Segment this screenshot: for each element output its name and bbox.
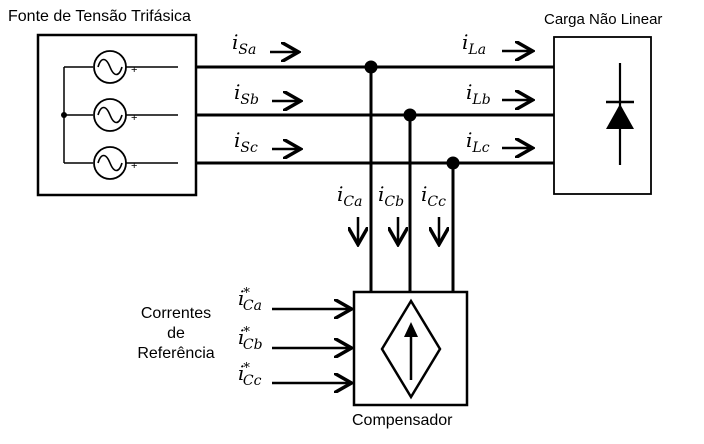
- plus-sign-c: +: [131, 160, 138, 172]
- nonlinear-load-box: [553, 36, 652, 195]
- diode-icon: [606, 63, 634, 165]
- current-source-icon: [380, 298, 442, 400]
- label-isc: iSc: [234, 128, 258, 156]
- ac-source-b: [93, 98, 127, 132]
- label-icb: iCb: [378, 182, 405, 210]
- ac-source-a: [93, 50, 127, 84]
- load-title: Carga Não Linear: [544, 11, 663, 28]
- neutral-node: [61, 112, 67, 118]
- label-ilb: iLb: [466, 80, 491, 108]
- label-ila: iLa: [462, 30, 487, 58]
- label-ref-b: i*Cb: [238, 325, 263, 353]
- label-ilc: iLc: [466, 128, 490, 156]
- ac-source-c: [93, 146, 127, 180]
- reference-line-2: de: [167, 325, 185, 342]
- reference-line-1: Correntes: [140, 305, 212, 322]
- label-ref-c: i*Cc: [238, 361, 262, 389]
- compensator-title: Compensador: [352, 412, 453, 429]
- label-isa: iSa: [232, 30, 257, 58]
- label-isb: iSb: [234, 80, 259, 108]
- label-icc: iCc: [421, 182, 446, 210]
- label-ref-a: i*Ca: [238, 286, 262, 314]
- source-title: Fonte de Tensão Trifásica: [8, 8, 191, 25]
- plus-sign-a: +: [131, 64, 138, 76]
- label-ica: iCa: [337, 182, 363, 210]
- reference-label: Correntes de Referência: [124, 304, 228, 364]
- reference-line-3: Referência: [137, 345, 215, 362]
- compensator-box: [352, 290, 469, 407]
- plus-sign-b: +: [131, 112, 138, 124]
